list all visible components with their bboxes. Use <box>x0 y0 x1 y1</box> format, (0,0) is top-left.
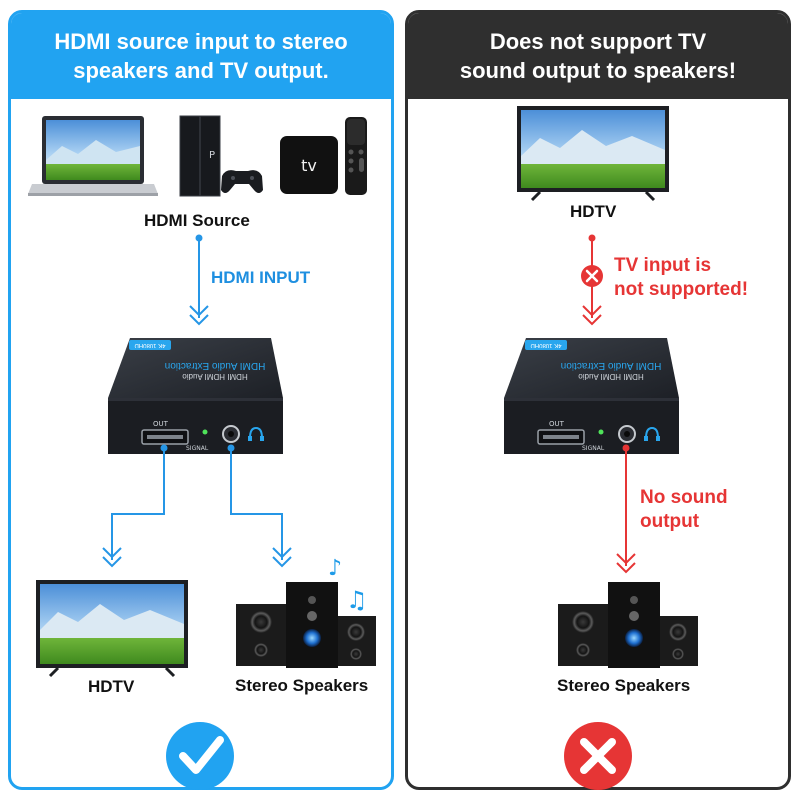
blocked-audio-connector <box>616 444 636 574</box>
music-note-icon: ♪ ♫ <box>328 556 368 614</box>
left-device-face-text: HDMI HDMI Audio HDMI Audio Extraction <box>160 360 270 382</box>
check-icon <box>166 722 234 790</box>
right-audio-extractor-device: OUT SIGNAL <box>504 338 679 454</box>
right-device-face-text: HDMI HDMI Audio HDMI Audio Extraction <box>556 360 666 382</box>
right-tv-label: HDTV <box>570 202 617 221</box>
svg-text:♪: ♪ <box>328 556 342 581</box>
left-device-main-text: HDMI Audio Extraction <box>164 360 266 371</box>
hdmi-output-connector <box>102 444 168 568</box>
left-speakers-label: Stereo Speakers <box>235 676 369 695</box>
audio-extractor-device: OUT SIGNAL <box>108 338 283 454</box>
hdmi-source-label: HDMI Source <box>144 211 250 230</box>
hdmi-input-connector <box>189 234 209 326</box>
left-device-tag: 4K 1080HD <box>134 342 166 348</box>
unsupported-title-line1: Does not support TV <box>489 29 707 54</box>
right-device-main-text: HDMI Audio Extraction <box>560 360 662 371</box>
audio-output-connector <box>227 444 292 568</box>
error-small-icon <box>581 265 603 287</box>
unsupported-title-line2: sound output to speakers! <box>459 58 737 83</box>
svg-text:♫: ♫ <box>346 586 368 614</box>
tv-input-error-line2: not supported! <box>614 279 749 300</box>
tv-input-error-label: TV input is not supported! <box>614 254 748 302</box>
media-box-text: tv <box>301 156 317 175</box>
laptop-icon <box>28 116 158 196</box>
unsupported-panel-header: Does not support TV sound output to spea… <box>408 13 788 99</box>
tv-icon <box>36 580 188 678</box>
right-tv-icon <box>517 106 669 202</box>
media-box-icon: tv <box>280 117 367 195</box>
right-device-tag: 4K 1080HD <box>530 342 562 348</box>
svg-text:P: P <box>209 150 215 161</box>
tv-input-error-line1: TV input is <box>614 255 712 276</box>
hdmi-input-label: HDMI INPUT <box>211 268 311 287</box>
supported-panel-header: HDMI source input to stereo speakers and… <box>11 13 391 99</box>
svg-text:OUT: OUT <box>549 420 565 428</box>
cross-icon <box>564 722 632 790</box>
svg-text:SIGNAL: SIGNAL <box>582 445 605 452</box>
svg-text:SIGNAL: SIGNAL <box>186 445 209 452</box>
no-sound-error-line1: No sound <box>640 487 728 508</box>
no-sound-error-line2: output <box>640 511 700 532</box>
right-device-small-text: HDMI HDMI Audio <box>578 372 644 381</box>
left-device-small-text: HDMI HDMI Audio <box>182 372 248 381</box>
no-sound-error-label: No sound output <box>640 486 728 534</box>
svg-text:OUT: OUT <box>153 420 169 428</box>
left-tv-label: HDTV <box>88 677 135 696</box>
supported-title-line2: speakers and TV output. <box>73 58 329 83</box>
speakers-icon <box>236 582 376 668</box>
game-console-icon: P <box>179 115 263 197</box>
right-speakers-icon <box>558 582 698 668</box>
supported-title-line1: HDMI source input to stereo <box>54 29 348 54</box>
right-speakers-label: Stereo Speakers <box>557 676 691 695</box>
